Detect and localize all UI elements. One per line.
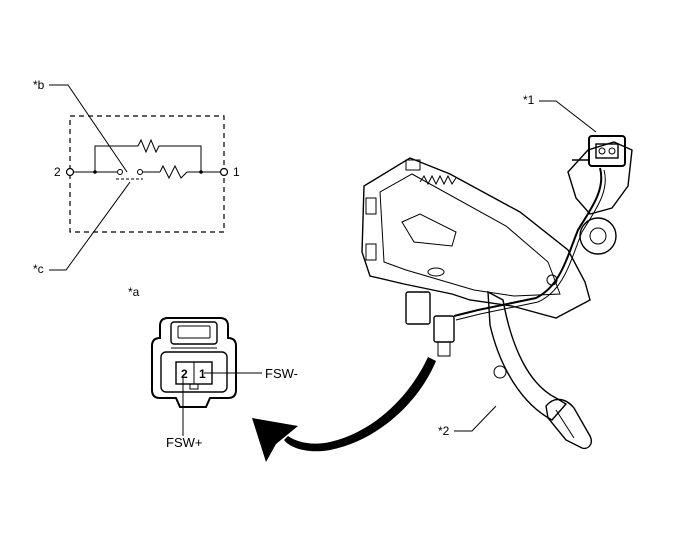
bracket-tab-bottom — [365, 243, 377, 261]
terminal-1-label: 1 — [233, 165, 240, 179]
pedal-pad — [545, 398, 592, 450]
stop-lamp-switch — [572, 135, 626, 167]
leader-1 — [539, 100, 597, 133]
pedal-arm-hole — [493, 365, 507, 379]
harness-connector — [433, 315, 455, 343]
signal-fsw-minus: FSW- — [265, 366, 298, 381]
leader-2 — [454, 405, 497, 432]
wire-harness-2 — [455, 169, 606, 321]
switch-body — [588, 135, 626, 167]
pedal-pivot-inner — [589, 227, 607, 245]
leader-b — [49, 84, 128, 173]
bracket-inner-edge — [379, 173, 561, 297]
brake-pedal-assembly: *1 *2 — [361, 93, 633, 450]
pin-1-label: 1 — [199, 367, 206, 381]
resistor-lower — [159, 164, 188, 180]
switch-terminal-b — [608, 147, 616, 155]
bracket-tab-top — [365, 197, 377, 215]
junction-right — [199, 170, 203, 174]
callout-1: *1 — [523, 93, 535, 107]
arrow-shaft — [284, 357, 436, 452]
harness-clip — [405, 291, 431, 325]
pedal-pad-edge — [555, 409, 575, 439]
parallel-branch-wire — [94, 138, 202, 172]
pedal-pivot-outer — [579, 217, 617, 255]
connector-housing — [151, 317, 237, 408]
connector-face-view: *a 2 1 FSW- FSW+ — [128, 285, 298, 450]
callout-c: *c — [33, 262, 44, 276]
switch-schematic: 2 1 *b *c — [33, 78, 240, 276]
signal-fsw-plus: FSW+ — [166, 435, 202, 450]
callout-b: *b — [33, 78, 45, 92]
pedal-arm — [487, 290, 568, 421]
arrow-head — [252, 418, 298, 462]
connector-inner-cavity — [160, 351, 228, 393]
switch-contact-right — [137, 169, 143, 175]
harness-connector-boot — [437, 341, 451, 357]
switch-contact-left — [117, 169, 123, 175]
spring-mount — [405, 159, 421, 171]
terminal-2-label: 2 — [54, 165, 61, 179]
callout-a: *a — [128, 285, 140, 299]
terminal-1-circle — [219, 167, 229, 177]
wire-harness — [453, 167, 603, 317]
callout-2: *2 — [438, 424, 450, 438]
view-direction-arrow — [252, 357, 436, 462]
return-spring — [419, 174, 457, 186]
switch-window — [595, 143, 619, 159]
leader-c — [49, 181, 131, 271]
connector-latch-inner — [177, 325, 211, 339]
terminal-2-circle — [65, 167, 75, 177]
bracket-window — [401, 213, 457, 247]
bracket-slot — [427, 267, 445, 277]
connector-latch-outer — [170, 321, 218, 345]
switch-terminal-a — [598, 147, 606, 155]
pedal-bracket — [361, 157, 591, 319]
junction-left — [93, 170, 97, 174]
pin-2-label: 2 — [181, 367, 188, 381]
schematic-dashed-boundary — [69, 115, 225, 233]
pin-key — [189, 383, 199, 390]
